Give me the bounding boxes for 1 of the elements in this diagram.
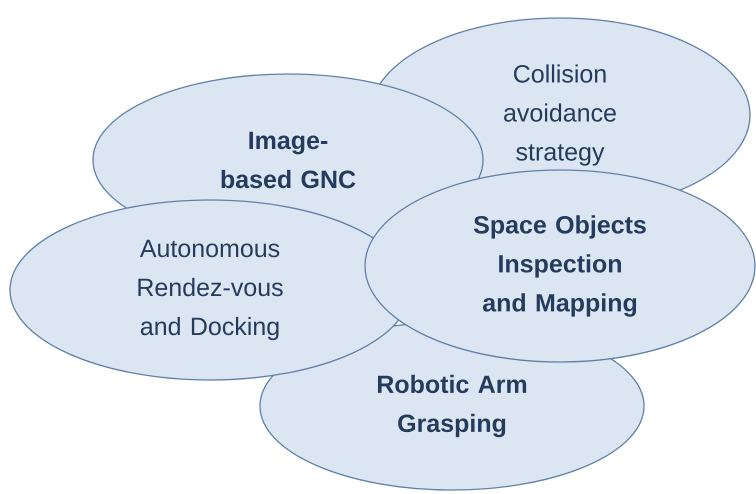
node-label: Collision avoidance strategy xyxy=(504,64,616,166)
